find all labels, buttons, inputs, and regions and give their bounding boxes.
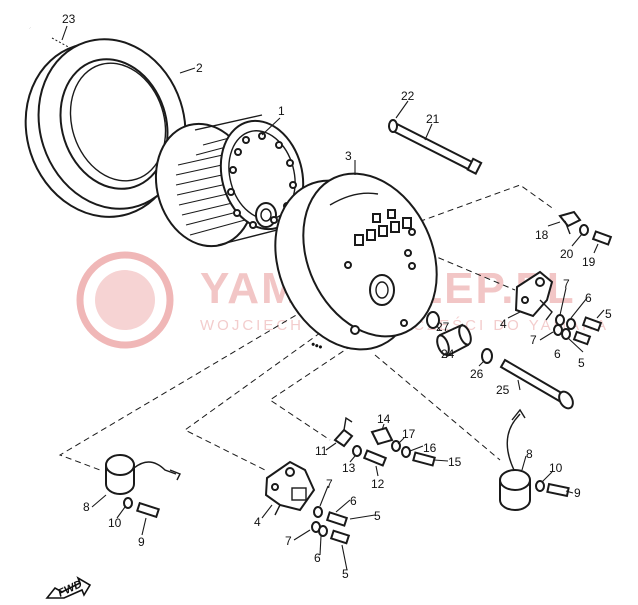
callout-6-lower-a: 6 — [350, 494, 357, 508]
callout-19: 19 — [582, 255, 596, 269]
callout-5-upper-a: 5 — [605, 307, 612, 321]
callout-5-upper-b: 5 — [578, 356, 585, 370]
callout-21: 21 — [426, 112, 440, 126]
callout-11: 11 — [315, 444, 328, 458]
callout-20: 20 — [560, 247, 574, 261]
part-8-condenser-right — [499, 408, 531, 511]
callout-24: 24 — [441, 347, 455, 361]
part-8-condenser-left — [91, 454, 181, 508]
part-11-wire-clamp — [325, 416, 354, 451]
callout-7-upper-b: 7 — [530, 333, 537, 347]
callout-25: 25 — [496, 383, 510, 397]
callout-22: 22 — [401, 89, 415, 103]
part-3-stator-plate: ••• — [274, 160, 438, 354]
callout-4-lower: 4 — [254, 515, 261, 529]
part-screws-lower — [293, 485, 376, 571]
part-14-plate — [370, 423, 394, 446]
part-18-clamp — [547, 210, 582, 235]
callout-10-left: 10 — [108, 516, 122, 530]
callout-17: 17 — [402, 427, 416, 441]
callout-3: 3 — [345, 149, 352, 163]
watermark-logo-core-icon — [95, 270, 155, 330]
plate-stamp: ••• — [309, 339, 324, 354]
callout-14: 14 — [377, 412, 391, 426]
callout-26: 26 — [470, 367, 484, 381]
part-19-screw — [591, 230, 613, 254]
forward-arrow-icon: FWD — [45, 576, 92, 600]
callout-9-left: 9 — [138, 535, 145, 549]
watermark-logo-icon — [76, 251, 174, 349]
callout-5-lower-a: 5 — [374, 509, 381, 523]
callout-1: 1 — [278, 104, 285, 118]
part-12-screw — [362, 449, 388, 477]
callout-5-lower-b: 5 — [342, 567, 349, 581]
part-26-washer — [478, 348, 493, 367]
forward-direction-label: FWD — [56, 578, 84, 599]
callout-numbers: 23 2 1 3 22 21 18 20 19 4 7 6 5 7 6 5 27… — [62, 12, 612, 581]
callout-15: 15 — [448, 455, 462, 469]
callout-6-upper-b: 6 — [554, 347, 561, 361]
part-2-outer-ring — [24, 38, 196, 218]
part-17-washer — [391, 437, 405, 452]
assembly-lines — [58, 184, 556, 471]
callout-12: 12 — [371, 477, 385, 491]
callout-7-upper-a: 7 — [563, 277, 570, 291]
callout-10-right: 10 — [549, 461, 563, 475]
callout-8-right: 8 — [526, 447, 533, 461]
part-21-bolt — [388, 100, 483, 175]
part-13-washer — [349, 445, 362, 463]
callout-6-upper-a: 6 — [585, 291, 592, 305]
callout-2: 2 — [196, 61, 203, 75]
part-9-screw-right — [546, 482, 574, 498]
part-16-washer — [401, 445, 424, 458]
part-25-bolt — [499, 358, 574, 410]
callout-4-upper: 4 — [500, 317, 507, 331]
callout-7-lower-a: 7 — [326, 477, 333, 491]
callout-13: 13 — [342, 461, 356, 475]
callout-8-left: 8 — [83, 500, 90, 514]
part-15-screw — [412, 451, 449, 467]
callout-16: 16 — [423, 441, 437, 455]
part-20-washer — [571, 224, 589, 247]
part-10-washer-right — [535, 471, 553, 492]
callout-23: 23 — [62, 12, 76, 26]
part-1-rotor — [154, 114, 305, 248]
part-4-breaker-lower — [261, 460, 316, 519]
part-10-washer-left — [116, 497, 133, 519]
callout-6-lower-b: 6 — [314, 551, 321, 565]
callout-18: 18 — [535, 228, 549, 242]
part-screws-upper — [539, 287, 605, 353]
part-24-bushing — [436, 323, 472, 358]
part-4-breaker-upper — [507, 270, 554, 321]
part-27-washer — [426, 311, 441, 331]
callout-9-right: 9 — [574, 486, 581, 500]
part-23-bolt — [29, 25, 73, 51]
part-9-screw-left — [135, 501, 161, 536]
callout-7-lower-b: 7 — [285, 534, 292, 548]
callout-27: 27 — [436, 320, 450, 334]
